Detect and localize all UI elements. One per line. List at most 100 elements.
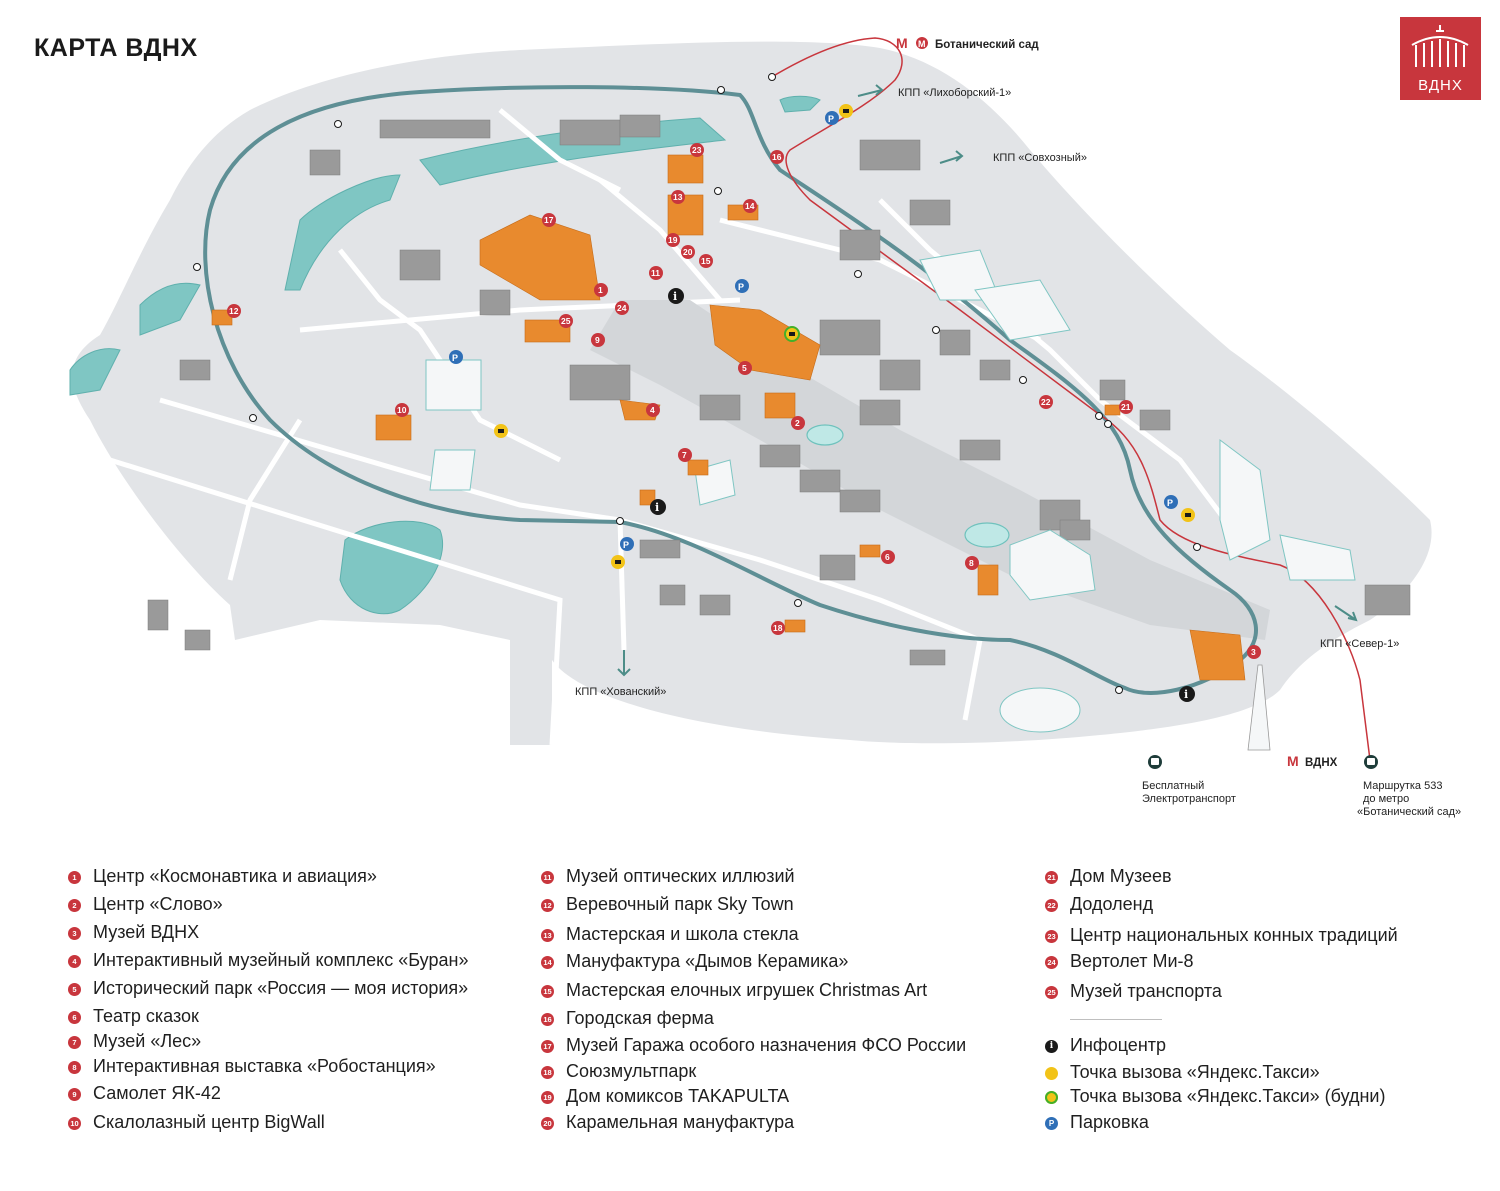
legend-badge: 13 (541, 929, 554, 942)
parking-icon: P (1045, 1117, 1058, 1130)
attraction-marker-1[interactable]: 1 (594, 283, 608, 297)
legend-badge: 14 (541, 956, 554, 969)
taxi-weekday-icon[interactable] (784, 326, 800, 342)
legend-badge: 17 (541, 1040, 554, 1053)
attraction-marker-2[interactable]: 2 (791, 416, 805, 430)
legend-badge: 7 (68, 1036, 81, 1049)
legend-badge: 2 (68, 899, 81, 912)
taxi-icon[interactable] (839, 104, 853, 118)
label-minibus-3: «Ботанический сад» (1357, 806, 1461, 818)
info-icon[interactable]: i (650, 499, 666, 515)
taxi-icon[interactable] (611, 555, 625, 569)
attraction-marker-5[interactable]: 5 (738, 361, 752, 375)
attraction-marker-17[interactable]: 17 (542, 213, 556, 227)
attraction-marker-15[interactable]: 15 (699, 254, 713, 268)
legend-label: Театр сказок (93, 1006, 199, 1026)
legend-badge: 4 (68, 955, 81, 968)
metro-line (769, 37, 1371, 761)
legend-badge: 15 (541, 985, 554, 998)
attraction-marker-12[interactable]: 12 (227, 304, 241, 318)
attraction-marker-25[interactable]: 25 (559, 314, 573, 328)
svg-text:12: 12 (229, 306, 239, 316)
info-icon: i (1045, 1040, 1058, 1053)
label-minibus-2: до метро (1363, 793, 1409, 805)
legend-label: Центр национальных конных традиций (1070, 925, 1398, 945)
svg-text:9: 9 (595, 335, 600, 345)
attraction-marker-22[interactable]: 22 (1039, 395, 1053, 409)
legend-label: Самолет ЯК-42 (93, 1083, 221, 1103)
svg-text:M: M (918, 39, 926, 49)
attraction-marker-4[interactable]: 4 (646, 403, 660, 417)
taxi-icon (1045, 1067, 1058, 1080)
legend-badge: 6 (68, 1011, 81, 1024)
taxi-icon[interactable] (494, 424, 508, 438)
svg-text:23: 23 (692, 145, 702, 155)
label-minibus-1: Маршрутка 533 (1363, 780, 1442, 792)
info-icon[interactable]: i (668, 288, 684, 304)
svg-text:3: 3 (1251, 647, 1256, 657)
legend-label: Союзмультпарк (566, 1061, 697, 1081)
svg-text:14: 14 (745, 201, 755, 211)
svg-text:7: 7 (682, 450, 687, 460)
attraction-marker-23[interactable]: 23 (690, 143, 704, 157)
svg-text:P: P (623, 540, 629, 550)
attraction-marker-6[interactable]: 6 (881, 550, 895, 564)
label-free-transport-2: Электротранспорт (1142, 793, 1236, 805)
taxi-icon[interactable] (1181, 508, 1195, 522)
info-icon[interactable]: i (1179, 686, 1195, 702)
label-free-transport-1: Бесплатный (1142, 780, 1204, 792)
attraction-marker-11[interactable]: 11 (649, 266, 663, 280)
attraction-marker-9[interactable]: 9 (591, 333, 605, 347)
legend-badge: 10 (68, 1117, 81, 1130)
svg-text:15: 15 (701, 256, 711, 266)
vdnh-map[interactable]: Ботанический сад КПП «Лихоборский-1» КПП… (0, 0, 1500, 830)
legend-label: Исторический парк «Россия — моя история» (93, 978, 469, 998)
svg-text:P: P (828, 114, 834, 124)
label-metro-vdnh: ВДНХ (1305, 757, 1338, 769)
legend-label: Додоленд (1070, 894, 1154, 914)
svg-text:8: 8 (969, 558, 974, 568)
parking-icon[interactable]: P (449, 350, 463, 364)
attraction-marker-7[interactable]: 7 (678, 448, 692, 462)
attraction-marker-21[interactable]: 21 (1119, 400, 1133, 414)
attraction-marker-13[interactable]: 13 (671, 190, 685, 204)
label-kpp-khovansky: КПП «Хованский» (575, 686, 666, 698)
legend-badge: 24 (1045, 956, 1058, 969)
svg-text:M: M (896, 35, 908, 51)
attraction-marker-3[interactable]: 3 (1247, 645, 1261, 659)
parking-icon[interactable]: P (735, 279, 749, 293)
buildings (147, 114, 1411, 666)
parking-icon[interactable]: P (825, 111, 839, 125)
vdnh-logo[interactable]: ВДНХ (1400, 17, 1481, 100)
label-kpp-sovkhozny: КПП «Совхозный» (993, 152, 1087, 164)
attraction-marker-18[interactable]: 18 (771, 621, 785, 635)
attraction-marker-20[interactable]: 20 (681, 245, 695, 259)
svg-text:17: 17 (544, 215, 554, 225)
legend-badge: 25 (1045, 986, 1058, 999)
legend-badge: 9 (68, 1088, 81, 1101)
legend-label: Дом Музеев (1070, 866, 1172, 886)
fountains (806, 424, 1010, 548)
bus-stop-icon[interactable] (1148, 755, 1162, 769)
ring-stops (193, 73, 1201, 694)
svg-text:18: 18 (773, 623, 783, 633)
attraction-marker-24[interactable]: 24 (615, 301, 629, 315)
taxi-weekday-icon (1045, 1091, 1058, 1104)
svg-text:1: 1 (598, 285, 603, 295)
bus-stop-icon[interactable] (1364, 755, 1378, 769)
label-kpp-sever: КПП «Север-1» (1320, 638, 1399, 650)
legend-label: Карамельная мануфактура (566, 1112, 795, 1132)
attraction-marker-16[interactable]: 16 (770, 150, 784, 164)
legend-label: Точка вызова «Яндекс.Такси» (1070, 1062, 1320, 1082)
parking-icon[interactable]: P (1164, 495, 1178, 509)
attraction-marker-10[interactable]: 10 (395, 403, 409, 417)
attraction-marker-14[interactable]: 14 (743, 199, 757, 213)
attraction-marker-19[interactable]: 19 (666, 233, 680, 247)
legend-label: Музей «Лес» (93, 1031, 202, 1051)
checkpoint-arrows (617, 84, 1358, 677)
legend-label: Музей оптических иллюзий (566, 866, 795, 886)
attraction-marker-8[interactable]: 8 (965, 556, 979, 570)
svg-text:4: 4 (650, 405, 655, 415)
parking-icon[interactable]: P (620, 537, 634, 551)
